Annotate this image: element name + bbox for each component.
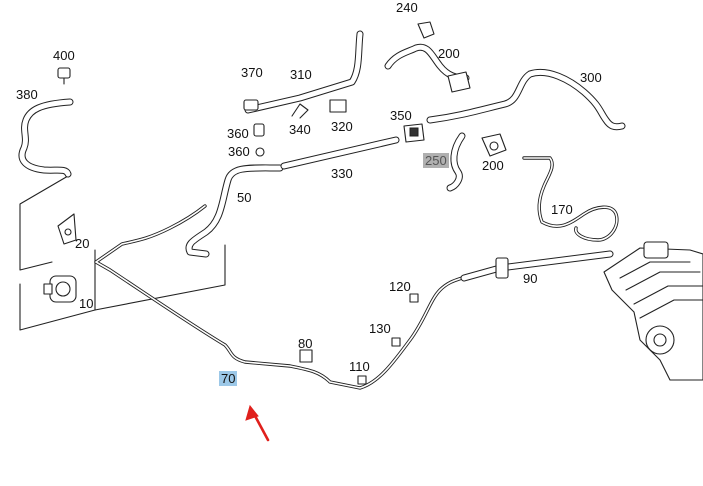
label-part-50: 50 (237, 190, 252, 205)
hose-250[interactable] (446, 132, 466, 192)
label-part-350: 350 (390, 108, 412, 123)
label-part-70: 70 (219, 371, 238, 386)
bracket-340[interactable] (291, 103, 309, 119)
label-part-200-lower: 200 (482, 158, 504, 173)
label-part-240: 240 (396, 0, 418, 15)
line-170[interactable] (522, 156, 619, 242)
label-part-310: 310 (290, 67, 312, 82)
hose-50[interactable] (185, 164, 284, 258)
label-part-330: 330 (331, 166, 353, 181)
label-part-120: 120 (389, 279, 411, 294)
label-part-400: 400 (53, 48, 75, 63)
fitting-200-lower[interactable] (481, 133, 507, 157)
label-part-130: 130 (369, 321, 391, 336)
label-part-90: 90 (523, 271, 538, 286)
label-part-170: 170 (551, 202, 573, 217)
clip-120[interactable] (409, 293, 419, 303)
bracket-320[interactable] (329, 99, 347, 113)
label-part-370: 370 (241, 65, 263, 80)
clip-130[interactable] (391, 337, 401, 347)
label-part-360-lower: 360 (228, 144, 250, 159)
fitting-350[interactable] (403, 123, 425, 143)
pump-10[interactable] (43, 275, 77, 303)
label-part-340: 340 (289, 122, 311, 137)
engine-block (603, 241, 703, 381)
pointer-arrow (245, 404, 270, 442)
clip-400[interactable] (57, 67, 71, 85)
label-part-380: 380 (16, 87, 38, 102)
fitting-200-upper[interactable] (447, 71, 471, 93)
hose-330[interactable] (280, 136, 400, 170)
bracket-80[interactable] (299, 349, 313, 363)
label-part-200-upper: 200 (438, 46, 460, 61)
label-part-20: 20 (75, 236, 90, 251)
bracket-20[interactable] (57, 213, 77, 245)
label-part-320: 320 (331, 119, 353, 134)
label-part-360-upper: 360 (227, 126, 249, 141)
hose-300[interactable] (426, 69, 626, 131)
pipe-70[interactable] (94, 204, 464, 390)
left-group-bracket (19, 175, 226, 331)
label-part-80: 80 (298, 336, 313, 351)
clip-370[interactable] (243, 99, 259, 111)
label-part-10: 10 (79, 296, 94, 311)
clip-360-lower[interactable] (255, 147, 265, 157)
hose-380[interactable] (18, 98, 74, 178)
label-part-300: 300 (580, 70, 602, 85)
hose-310[interactable] (244, 30, 364, 114)
label-part-110: 110 (349, 359, 370, 374)
clip-360-upper[interactable] (253, 123, 265, 137)
hose-90[interactable] (460, 250, 614, 282)
clip-110[interactable] (357, 375, 367, 385)
label-part-250: 250 (423, 153, 449, 168)
